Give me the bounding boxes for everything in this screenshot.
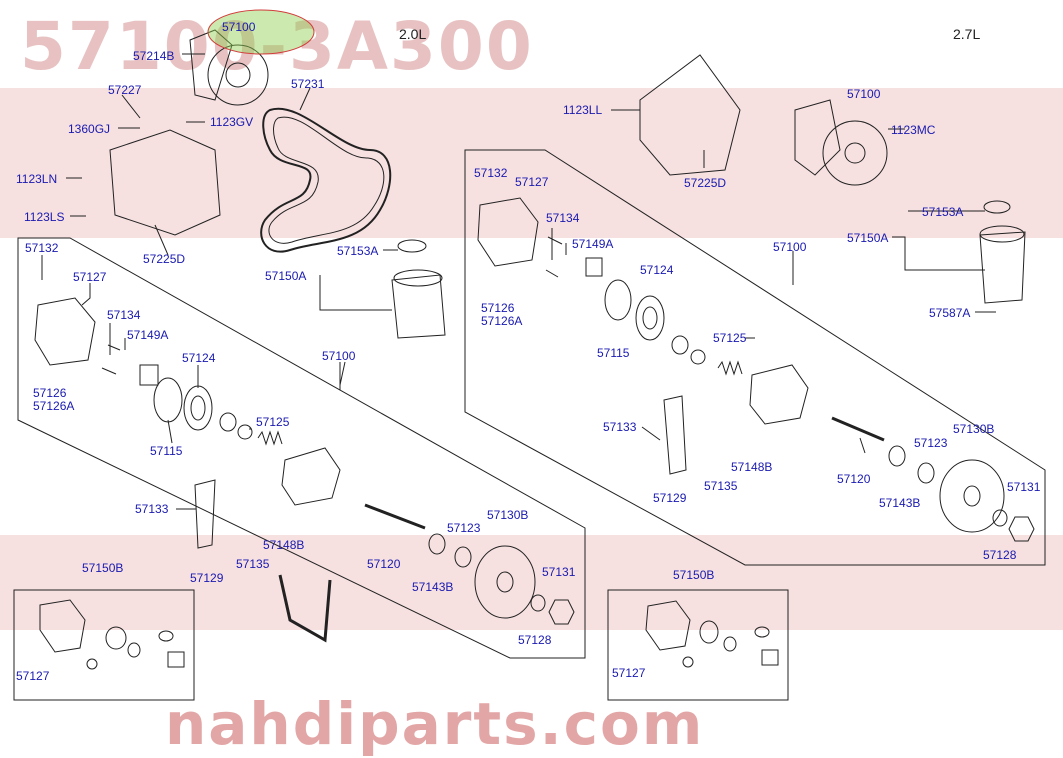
- callout-57127-left-kit[interactable]: 57127: [16, 669, 50, 683]
- callout-57131-right[interactable]: 57131: [1007, 480, 1041, 494]
- callout-57143b-left[interactable]: 57143B: [412, 580, 454, 594]
- callout-1360gj[interactable]: 1360GJ: [68, 122, 111, 136]
- callout-57100-left-kit[interactable]: 57100: [322, 349, 356, 363]
- callout-57135-right[interactable]: 57135: [704, 479, 738, 493]
- callout-57134-left[interactable]: 57134: [107, 308, 141, 322]
- callout-57148b-right[interactable]: 57148B: [731, 460, 773, 474]
- engine-label-left: 2.0L: [399, 26, 427, 42]
- callout-57115-right[interactable]: 57115: [597, 346, 630, 360]
- callout-57227[interactable]: 57227: [108, 83, 142, 97]
- parts-diagram: 57100-3A300 nahdiparts.com: [0, 8, 1063, 758]
- callout-57149a-left[interactable]: 57149A: [127, 328, 169, 342]
- callout-57150a-left[interactable]: 57150A: [265, 269, 307, 283]
- callout-57135-left[interactable]: 57135: [236, 557, 270, 571]
- callout-57128-right[interactable]: 57128: [983, 548, 1017, 562]
- callout-57129-left[interactable]: 57129: [190, 571, 224, 585]
- callout-57130b-left[interactable]: 57130B: [487, 508, 529, 522]
- callout-57153a-right[interactable]: 57153A: [922, 205, 964, 219]
- callout-57115-left[interactable]: 57115: [150, 444, 183, 458]
- callout-57132-left[interactable]: 57132: [25, 241, 59, 255]
- callout-57225d-left[interactable]: 57225D: [143, 252, 186, 266]
- callout-57126a-left[interactable]: 57126A: [33, 399, 75, 413]
- callout-57231[interactable]: 57231: [291, 77, 325, 91]
- watermark-band-bottom: [0, 535, 1063, 630]
- callout-57587a[interactable]: 57587A: [929, 306, 971, 320]
- callout-57130b-right[interactable]: 57130B: [953, 422, 995, 436]
- callout-57150b-right[interactable]: 57150B: [673, 568, 715, 582]
- callout-57127-right-kit[interactable]: 57127: [612, 666, 646, 680]
- callout-57150a-right[interactable]: 57150A: [847, 231, 889, 245]
- callout-57124-right[interactable]: 57124: [640, 263, 674, 277]
- callout-57126-right[interactable]: 57126: [481, 301, 515, 315]
- callout-57126-left[interactable]: 57126: [33, 386, 67, 400]
- callout-1123gv[interactable]: 1123GV: [210, 115, 254, 129]
- callout-57126a-right[interactable]: 57126A: [481, 314, 523, 328]
- callout-57132-right[interactable]: 57132: [474, 166, 508, 180]
- callout-57131-left[interactable]: 57131: [542, 565, 576, 579]
- callout-57149a-right[interactable]: 57149A: [572, 237, 614, 251]
- callout-57120-right[interactable]: 57120: [837, 472, 871, 486]
- callout-57225d-right[interactable]: 57225D: [684, 176, 727, 190]
- callout-57143b-right[interactable]: 57143B: [879, 496, 921, 510]
- callout-57133-right[interactable]: 57133: [603, 420, 637, 434]
- callout-1123mc[interactable]: 1123MC: [891, 123, 936, 137]
- callout-57150b-left[interactable]: 57150B: [82, 561, 124, 575]
- callout-57127-right[interactable]: 57127: [515, 175, 549, 189]
- callout-57128-left[interactable]: 57128: [518, 633, 552, 647]
- callout-1123ls[interactable]: 1123LS: [24, 210, 65, 224]
- highlight-ellipse: [207, 9, 315, 55]
- callout-57125-right[interactable]: 57125: [713, 331, 747, 345]
- callout-57100-top[interactable]: 57100: [222, 20, 256, 34]
- callout-57148b-left[interactable]: 57148B: [263, 538, 305, 552]
- callout-57123-left[interactable]: 57123: [447, 521, 481, 535]
- callout-57127-left[interactable]: 57127: [73, 270, 107, 284]
- callout-57124-left[interactable]: 57124: [182, 351, 216, 365]
- callout-57133-left[interactable]: 57133: [135, 502, 169, 516]
- callout-57100-right-kit[interactable]: 57100: [773, 240, 807, 254]
- callout-57153a-left[interactable]: 57153A: [337, 244, 379, 258]
- diagram-lines: [13, 9, 1046, 701]
- callout-57125-left[interactable]: 57125: [256, 415, 290, 429]
- callout-57123-right[interactable]: 57123: [914, 436, 948, 450]
- callout-57214b[interactable]: 57214B: [133, 49, 175, 63]
- callout-1123ln[interactable]: 1123LN: [16, 172, 58, 186]
- engine-label-right: 2.7L: [953, 26, 981, 42]
- callout-57120-left[interactable]: 57120: [367, 557, 401, 571]
- callout-57134-right[interactable]: 57134: [546, 211, 580, 225]
- callout-57100-right[interactable]: 57100: [847, 87, 881, 101]
- callout-1123ll[interactable]: 1123LL: [563, 103, 603, 117]
- callout-57129-right[interactable]: 57129: [653, 491, 687, 505]
